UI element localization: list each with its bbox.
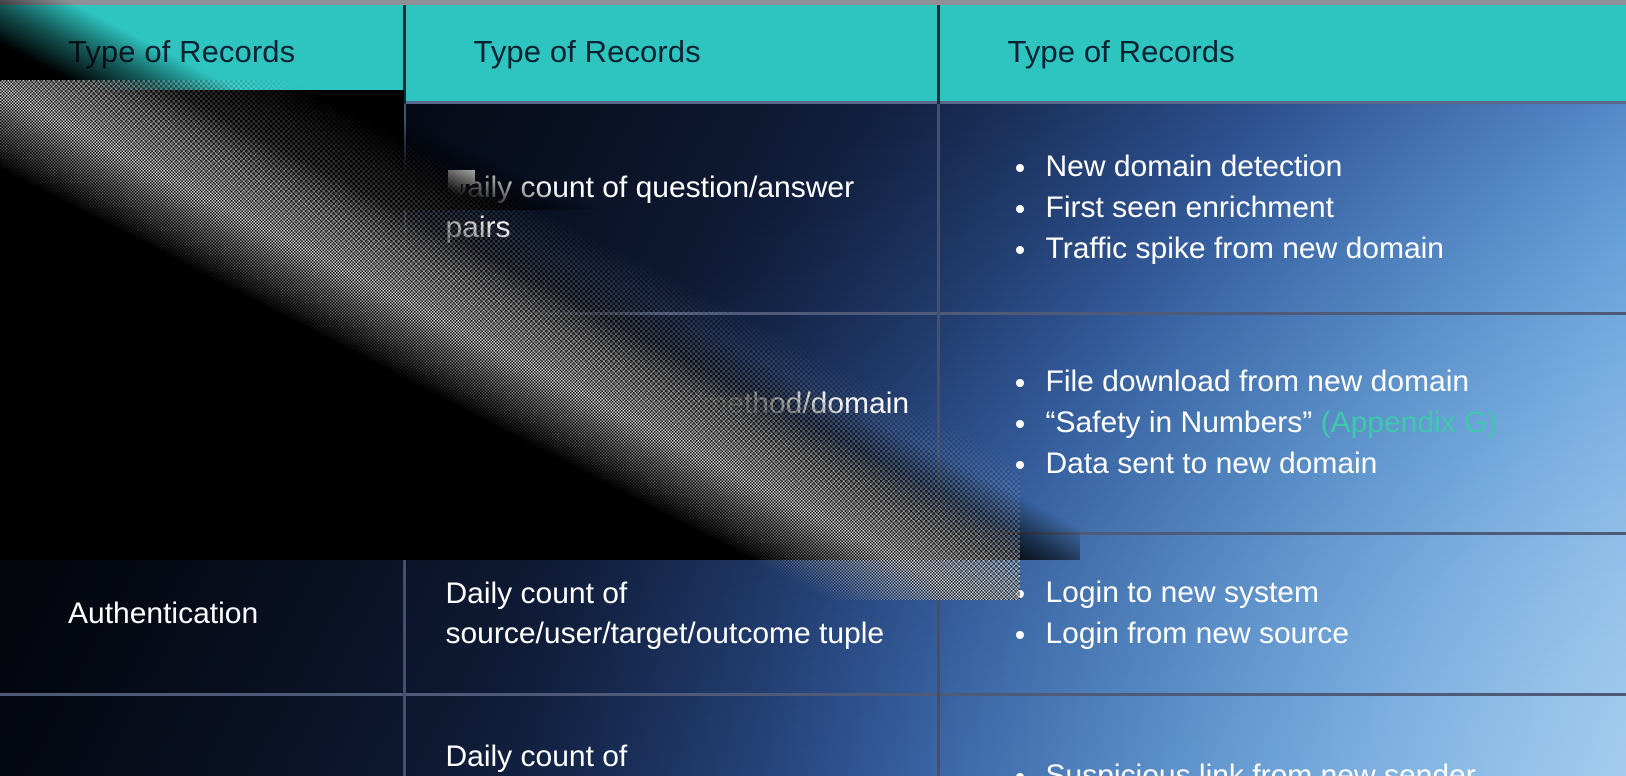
detection-text: Suspicious link from new sender [1045, 758, 1476, 776]
column-header-daily-count: Type of Records [404, 0, 940, 103]
detection-text: Traffic spike from new domain [1045, 231, 1444, 265]
daily-count-text: Daily count of question/answer pairs [446, 168, 919, 248]
column-header-detections: Type of Records [938, 0, 1626, 103]
list-item: “Safety in Numbers” (Appendix G) [1010, 403, 1621, 443]
table-row: Authentication Daily count of source/use… [0, 532, 1626, 695]
detections-list: Login to new system Login from new sourc… [972, 573, 1621, 654]
detections-list: File download from new domain “Safety in… [972, 362, 1621, 484]
detection-text: New domain detection [1045, 149, 1343, 183]
cell-detections: File download from new domain “Safety in… [938, 312, 1626, 534]
table-row: Proxy Daily count of user/method/domain … [0, 312, 1626, 534]
table-header: Type of Records Type of Records Type of … [0, 0, 1626, 103]
table-row: Email Daily count of sender/recipient/do… [0, 693, 1626, 776]
list-item: New domain detection [1010, 147, 1621, 187]
table-row: Daily count of question/answer pairs New… [0, 101, 1626, 314]
detection-text: First seen enrichment [1045, 190, 1334, 224]
detections-list: Suspicious link from new sender Suspicio… [972, 756, 1621, 776]
daily-count-value: Daily count of question/answer pairs [445, 171, 855, 244]
list-item: Login to new system [1010, 573, 1621, 613]
cell-record-type: Proxy [0, 312, 406, 534]
list-item: Traffic spike from new domain [1010, 229, 1621, 269]
detection-text: “Safety in Numbers” [1045, 406, 1321, 439]
cell-record-type: Authentication [0, 532, 406, 695]
detection-text: File download from new domain [1045, 365, 1470, 398]
cell-daily-count: Daily count of question/answer pairs [404, 101, 940, 314]
cell-detections: Login to new system Login from new sourc… [938, 532, 1626, 695]
detection-text: Login from new source [1045, 617, 1350, 650]
list-item: Suspicious link from new sender [1010, 756, 1621, 776]
table-body: Daily count of question/answer pairs New… [0, 101, 1626, 776]
detection-text: Login to new system [1045, 576, 1319, 609]
header-row: Type of Records Type of Records Type of … [0, 0, 1626, 103]
cell-detections: Suspicious link from new sender Suspicio… [938, 693, 1626, 776]
cell-record-type [0, 101, 406, 314]
cell-daily-count: Daily count of sender/recipient/domains … [404, 693, 940, 776]
cell-daily-count: Daily count of source/user/target/outcom… [404, 532, 940, 695]
detections-list: New domain detection First seen enrichme… [972, 147, 1621, 269]
column-header-record-type: Type of Records [0, 0, 406, 103]
render-artifact-glyph-blocks [66, 221, 154, 253]
cell-daily-count: Daily count of user/method/domain tuple [404, 312, 940, 534]
list-item: First seen enrichment [1010, 188, 1621, 228]
detection-text: Data sent to new domain [1045, 447, 1378, 480]
list-item: Login from new source [1010, 614, 1621, 654]
cell-detections: New domain detection First seen enrichme… [938, 101, 1626, 314]
appendix-reference-link[interactable]: (Appendix G) [1320, 406, 1498, 439]
list-item: Data sent to new domain [1010, 444, 1621, 484]
cell-record-type: Email [0, 693, 406, 776]
list-item: File download from new domain [1010, 362, 1621, 402]
